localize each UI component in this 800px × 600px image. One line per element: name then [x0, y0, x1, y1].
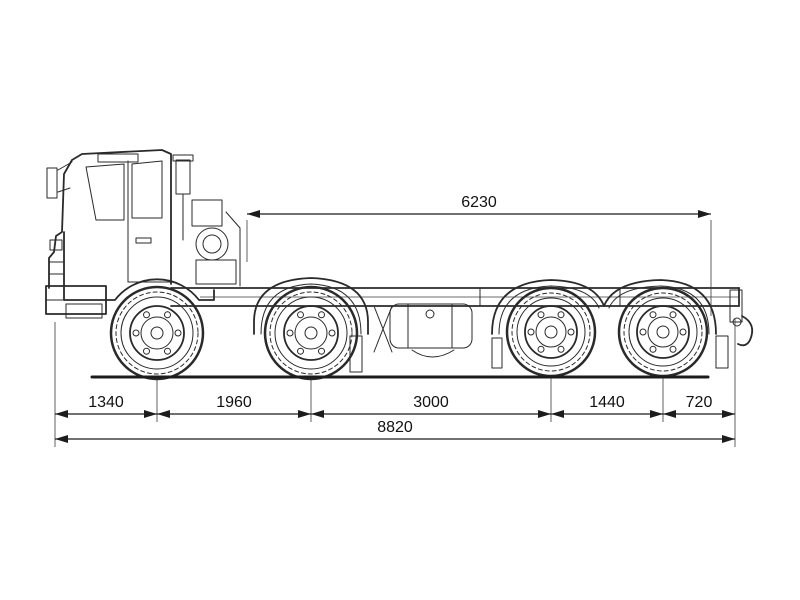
- headlight: [49, 239, 63, 251]
- front-bumper: [45, 285, 107, 315]
- dim-segment-4-label: 1440: [589, 394, 625, 411]
- dimension-segment-3: 3000: [311, 394, 551, 418]
- cab-step: [65, 303, 103, 319]
- dim-segment-5-label: 720: [686, 394, 713, 411]
- driveline: [411, 349, 455, 358]
- side-mirror: [46, 161, 73, 199]
- dim-segment-3-label: 3000: [413, 394, 449, 411]
- dim-segment-1-label: 1340: [88, 394, 124, 411]
- wheel-2: [263, 285, 359, 381]
- fender-rear-bogie: [491, 279, 717, 335]
- behind-cab-equipment: [172, 154, 241, 287]
- dimension-segment-4: 1440: [551, 394, 663, 418]
- dimension-annotations: 6230 1340 1960 3000 1440 720 8820: [54, 194, 736, 447]
- dimension-segment-2: 1960: [157, 394, 311, 418]
- chassis-frame: [170, 287, 740, 307]
- mudflap-front-of-wheel-3: [491, 337, 503, 369]
- dim-segment-2-label: 1960: [216, 394, 252, 411]
- wheel-1: [109, 285, 205, 381]
- exhaust-stack: [175, 159, 191, 195]
- fuel-cap: [425, 309, 435, 319]
- rear-coupling: [715, 289, 754, 369]
- dimension-total: 8820: [55, 419, 735, 443]
- side-window-door: [131, 160, 163, 219]
- tow-hook: [737, 315, 754, 347]
- spare-wheel-carrier: [373, 305, 393, 353]
- air-intake-box: [191, 199, 223, 227]
- dim-top-label: 6230: [461, 194, 497, 211]
- truck-drawing: [45, 149, 754, 381]
- wheel-3: [505, 286, 597, 378]
- dimension-segment-5: 720: [663, 394, 735, 418]
- truck-cab: [45, 149, 215, 319]
- wheel-4: [617, 286, 709, 378]
- dim-total-label: 8820: [377, 419, 413, 436]
- door-handle: [135, 237, 152, 244]
- side-window-front: [85, 163, 125, 221]
- air-filter-canister: [195, 227, 229, 261]
- mudflap-rear: [715, 335, 729, 369]
- fender-wheel-2: [253, 277, 369, 335]
- fenders: [253, 277, 717, 335]
- fuel-tank: [389, 303, 473, 349]
- dimension-top-span: 6230: [247, 194, 711, 218]
- dimension-segment-1: 1340: [55, 394, 157, 418]
- roof-hatch: [97, 153, 139, 163]
